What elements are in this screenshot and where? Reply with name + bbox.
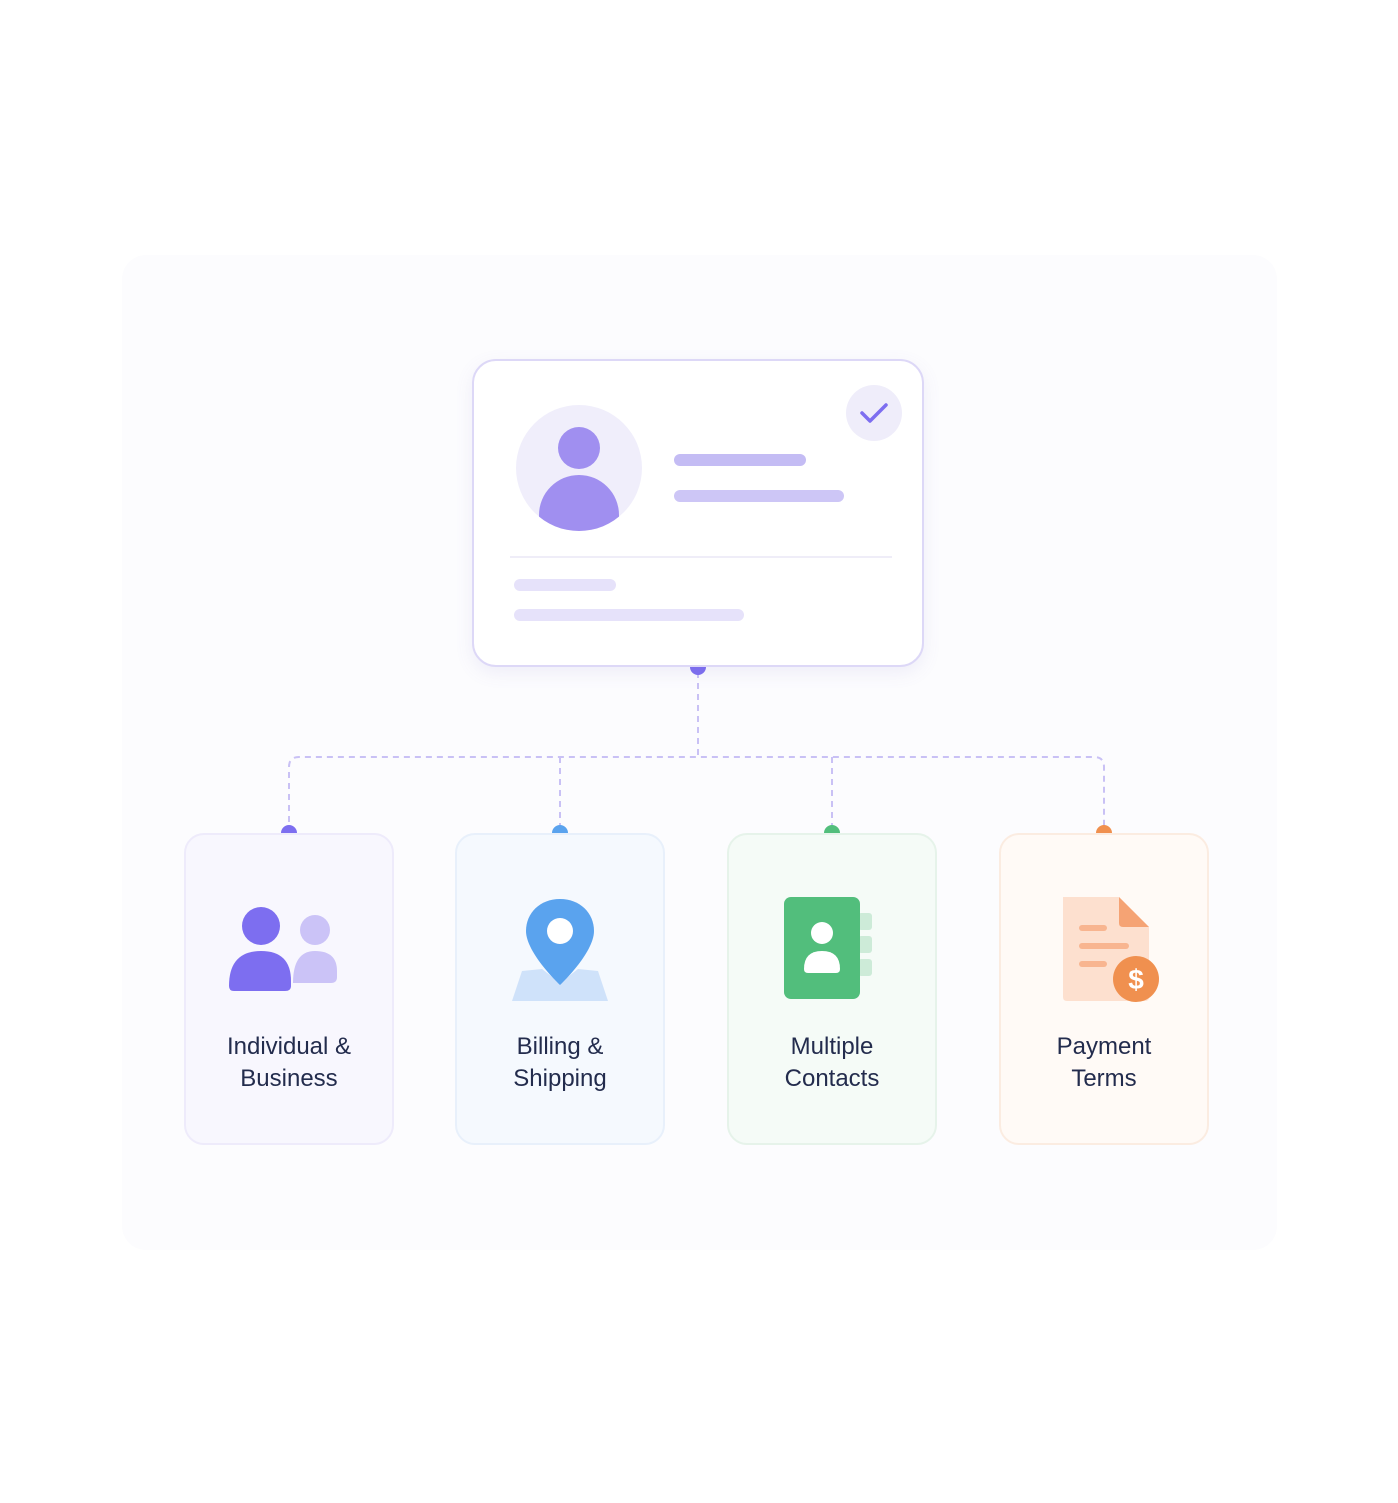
subtitle-placeholder-bar bbox=[674, 490, 844, 502]
feature-card-multiple-contacts: Multiple Contacts bbox=[727, 833, 937, 1145]
avatar-icon bbox=[516, 405, 642, 531]
card-divider bbox=[510, 556, 892, 558]
people-icon bbox=[186, 893, 392, 1013]
feature-label-individual-business: Individual & Business bbox=[226, 1033, 352, 1092]
feature-card-individual-business: Individual & Business bbox=[184, 833, 394, 1145]
feature-card-payment-terms: $ Payment Terms bbox=[999, 833, 1209, 1145]
feature-label-payment-terms: Payment Terms bbox=[1056, 1033, 1152, 1092]
location-pin-icon bbox=[457, 893, 663, 1013]
check-icon bbox=[846, 385, 902, 441]
branch-connector bbox=[288, 756, 1105, 833]
detail-placeholder-bar-short bbox=[514, 579, 616, 591]
customer-profile-card bbox=[472, 359, 924, 667]
feature-label-multiple-contacts: Multiple Contacts bbox=[784, 1033, 880, 1092]
feature-card-billing-shipping: Billing & Shipping bbox=[455, 833, 665, 1145]
contact-book-icon bbox=[729, 893, 935, 1013]
name-placeholder-bar bbox=[674, 454, 806, 466]
invoice-dollar-icon: $ bbox=[1001, 893, 1207, 1013]
feature-label-billing-shipping: Billing & Shipping bbox=[513, 1033, 607, 1092]
detail-placeholder-bar-long bbox=[514, 609, 744, 621]
svg-text:$: $ bbox=[1128, 964, 1144, 995]
